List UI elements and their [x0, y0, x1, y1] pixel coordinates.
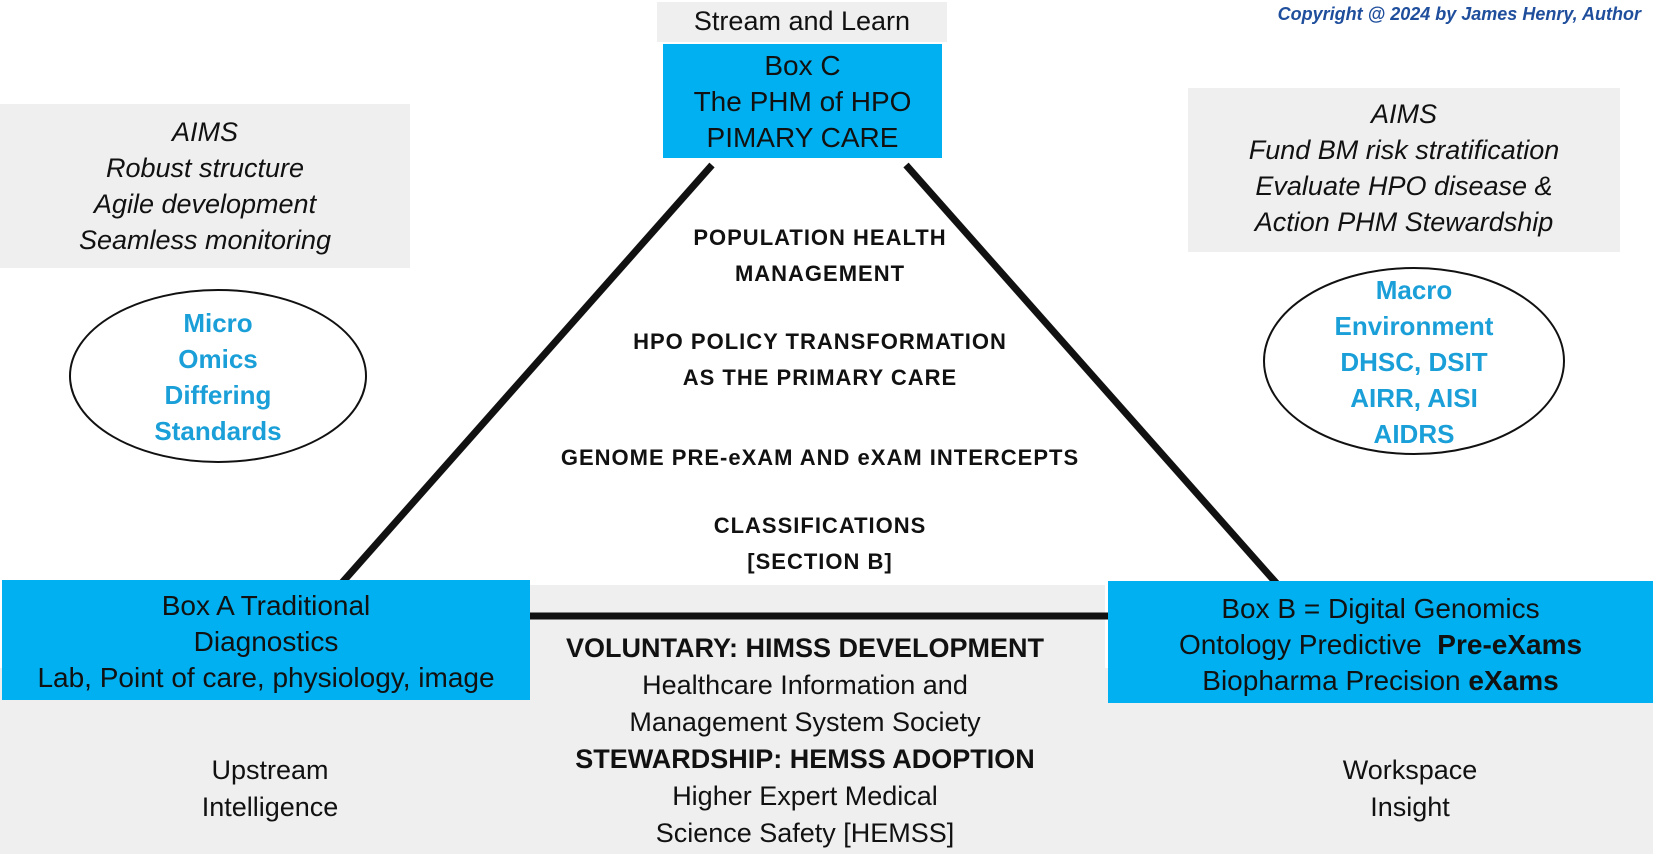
center-genome-title: GENOME PRE-eXAM AND eXAM INTERCEPTS — [560, 445, 1080, 470]
box-b-line: Biopharma Precision eXams — [1202, 665, 1559, 696]
center-phm-title: POPULATION HEALTH MANAGEMENT — [693, 225, 947, 286]
box-c-line: Box C — [764, 50, 841, 81]
aims-left-line: Robust structure — [105, 153, 305, 183]
ellipse-right-line: Environment — [1334, 311, 1494, 341]
box-a-line: Box A Traditional — [161, 590, 371, 621]
aims-right-box: AIMS Fund BM risk stratification Evaluat… — [1188, 88, 1620, 252]
aims-left-box: AIMS Robust structure Agile development … — [0, 104, 410, 268]
box-b-line: Ontology Predictive Pre-eXams — [1178, 629, 1583, 660]
center-policy-title: HPO POLICY TRANSFORMATION AS THE PRIMARY… — [633, 329, 1007, 390]
aims-right-line: Evaluate HPO disease & — [1255, 171, 1553, 201]
copyright-text: Copyright @ 2024 by James Henry, Author — [1277, 4, 1641, 24]
ellipse-right-text: Macro Environment DHSC, DSIT AIRR, AISI … — [1264, 272, 1564, 452]
triangle-right-edge — [903, 162, 1281, 588]
box-a-line: Diagnostics — [193, 626, 339, 657]
himss-line: Management System Society — [629, 707, 981, 737]
bottom-center-band — [505, 585, 1105, 685]
aims-right-line: AIMS — [1370, 99, 1437, 129]
pre-exams-label: Pre-eXams — [1437, 629, 1583, 660]
box-c-line: PIMARY CARE — [706, 122, 899, 153]
ellipse-left-text: Micro Omics Differing Standards — [70, 305, 366, 449]
stream-and-learn-label: Stream and Learn — [657, 2, 947, 42]
ellipse-right-line: AIRR, AISI — [1350, 383, 1478, 413]
exams-label: eXams — [1468, 665, 1559, 696]
ellipse-right-line: Macro — [1375, 275, 1453, 305]
workspace-insight-label: Workspace Insight — [1342, 755, 1478, 822]
center-classifications-title: CLASSIFICATIONS [SECTION B] — [713, 513, 927, 574]
ellipse-left — [69, 289, 367, 463]
ellipse-left-line: Standards — [154, 416, 282, 446]
aims-left-line: Agile development — [93, 189, 317, 219]
hemss-line: Science Safety [HEMSS] — [655, 818, 955, 848]
ellipse-left-line: Omics — [178, 344, 258, 374]
box-a-line: Lab, Point of care, physiology, image — [37, 662, 495, 693]
ellipse-right-line: DHSC, DSIT — [1340, 347, 1488, 377]
ellipse-right-line: AIDRS — [1373, 419, 1455, 449]
box-b: Box B = Digital Genomics Ontology Predic… — [1108, 581, 1653, 703]
stewardship-heading: STEWARDSHIP: HEMSS ADOPTION — [575, 744, 1035, 774]
box-a: Box A Traditional Diagnostics Lab, Point… — [2, 580, 530, 700]
box-b-line: Box B = Digital Genomics — [1221, 593, 1540, 624]
box-c: Box C The PHM of HPO PIMARY CARE — [663, 44, 942, 158]
aims-right-line: Fund BM risk stratification — [1248, 135, 1560, 165]
aims-left-line: Seamless monitoring — [78, 225, 332, 255]
upstream-intelligence-label: Upstream Intelligence — [201, 755, 339, 822]
box-c-line: The PHM of HPO — [693, 86, 912, 117]
bottom-center-text: VOLUNTARY: HIMSS DEVELOPMENT Healthcare … — [505, 630, 1105, 852]
hemss-line: Higher Expert Medical — [672, 781, 938, 811]
ellipse-right — [1263, 267, 1565, 455]
voluntary-heading: VOLUNTARY: HIMSS DEVELOPMENT — [565, 633, 1044, 663]
aims-right-line: Action PHM Stewardship — [1254, 207, 1554, 237]
aims-left-line: AIMS — [171, 117, 238, 147]
triangle-left-edge — [337, 162, 715, 588]
himss-line: Healthcare Information and — [642, 670, 968, 700]
ellipse-left-line: Micro — [183, 308, 253, 338]
ellipse-left-line: Differing — [164, 380, 272, 410]
